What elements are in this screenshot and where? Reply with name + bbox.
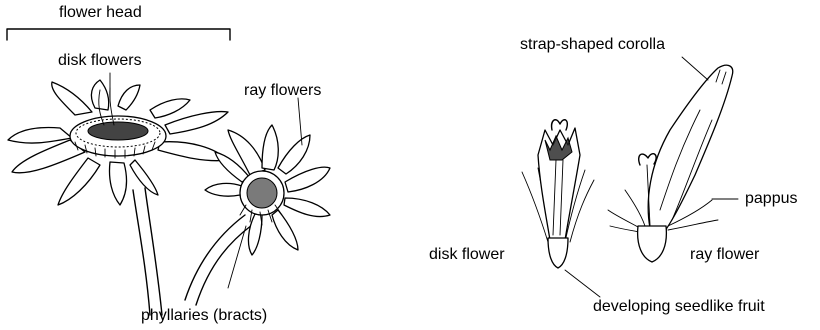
ray-flower-label: ray flower [690,246,759,264]
disk-flower-label: disk flower [429,246,505,264]
pappus-label: pappus [745,190,798,208]
flower-head-bracket [7,29,230,40]
ray-flowers-label: ray flowers [244,82,321,100]
disk-flowers-label: disk flowers [58,52,142,70]
phyllaries-label: phyllaries (bracts) [141,307,267,325]
disk-flower-detail [522,120,594,268]
seedlike-fruit-label: developing seedlike fruit [593,298,765,316]
flower-head-label: flower head [59,4,142,22]
seedlike-fruit-leader [565,270,600,297]
strap-corolla-leader [682,57,708,80]
ray-flower-detail [608,65,733,262]
strap-corolla-label: strap-shaped corolla [520,36,665,54]
phyllaries-leader [228,226,246,288]
ray-flowers-leader [298,98,302,145]
left-flower-head [8,80,228,315]
